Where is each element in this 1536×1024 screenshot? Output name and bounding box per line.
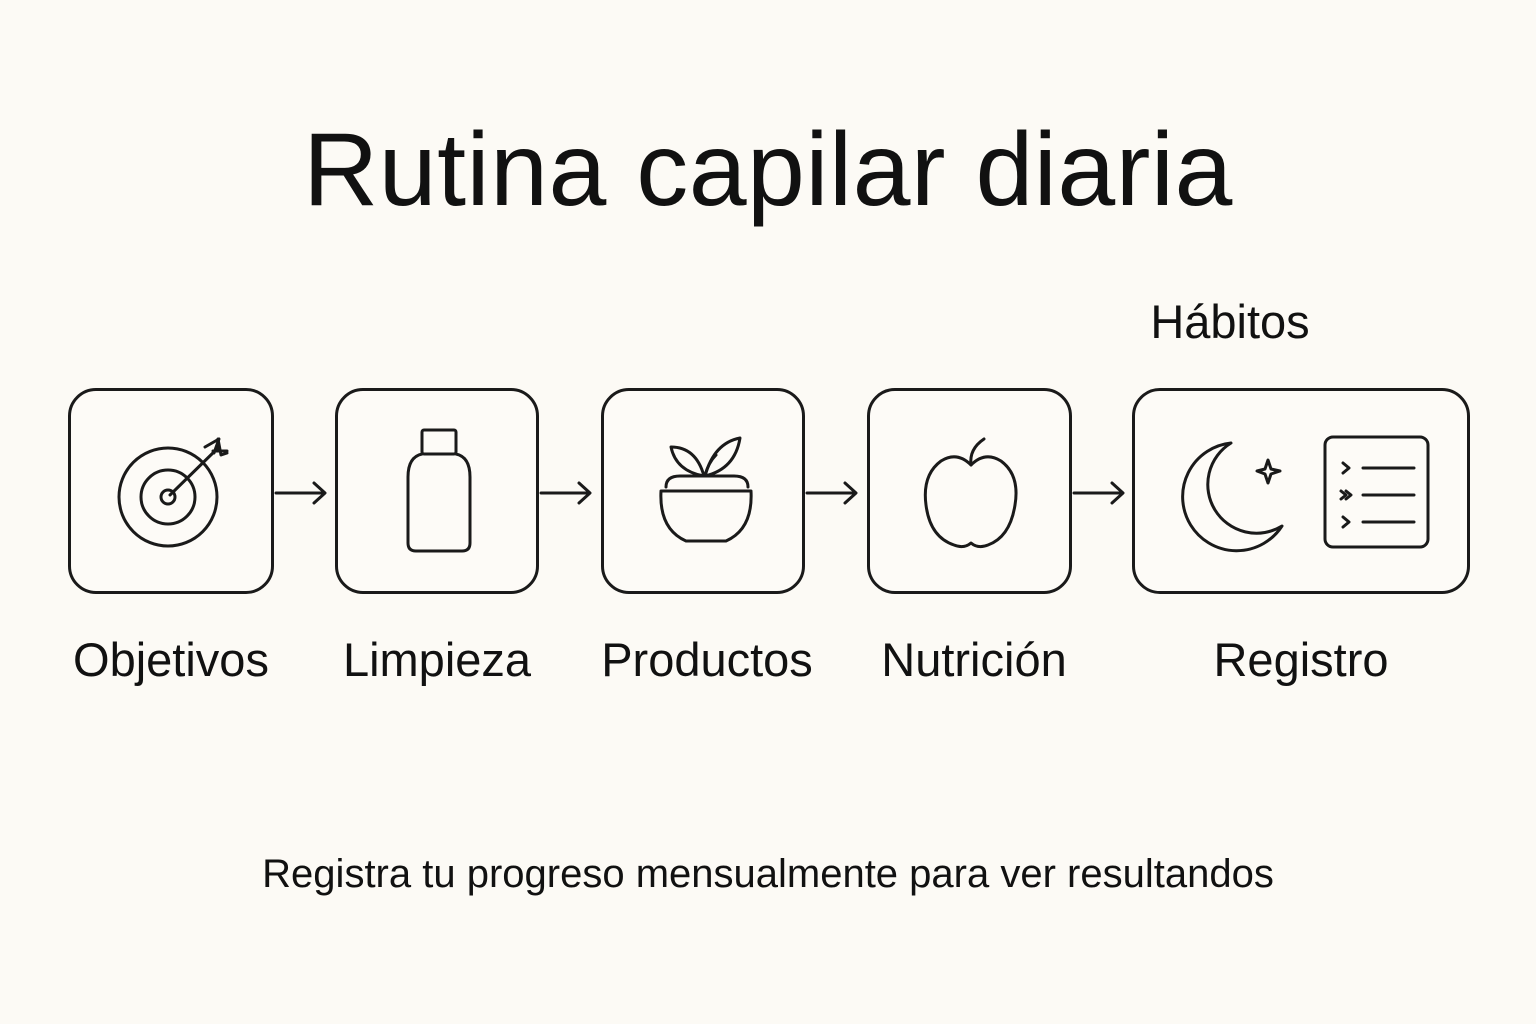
step-box-productos	[601, 388, 805, 594]
step-box-nutricion	[867, 388, 1072, 594]
bottle-icon	[406, 428, 472, 553]
target-icon	[117, 437, 229, 548]
arrow-icon	[1072, 481, 1125, 505]
step-label-registro: Registro	[1213, 633, 1389, 686]
leaf-bowl-icon	[659, 436, 753, 543]
arrow-icon	[539, 481, 592, 505]
arrow-icon	[805, 481, 858, 505]
step-box-registro	[1132, 388, 1470, 594]
habits-group-label: Hábitos	[1150, 295, 1310, 348]
apple-icon	[923, 437, 1018, 549]
diagram-title: Rutina capilar diaria	[303, 112, 1233, 228]
step-label-nutricion: Nutrición	[881, 633, 1067, 686]
footer-note: Registra tu progreso mensualmente para v…	[262, 852, 1274, 896]
moon-and-checklist-icon	[1181, 435, 1430, 553]
step-box-objetivos	[68, 388, 274, 594]
step-label-limpieza: Limpieza	[342, 633, 532, 686]
arrow-icon	[274, 481, 327, 505]
step-label-productos: Productos	[601, 633, 813, 686]
step-label-objetivos: Objetivos	[73, 633, 269, 686]
step-box-limpieza	[335, 388, 539, 594]
